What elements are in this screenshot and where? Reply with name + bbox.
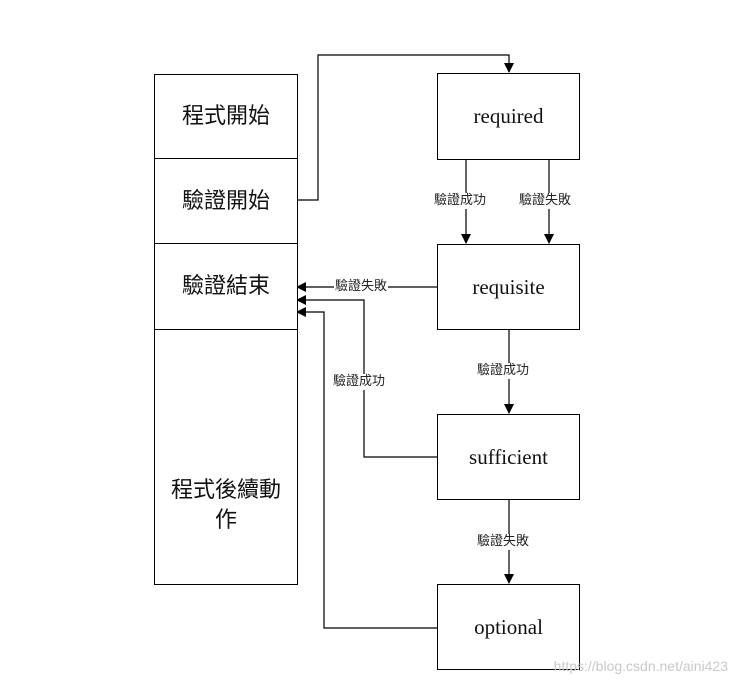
watermark-text: https://blog.csdn.net/aini423 [553,658,728,674]
auth-end-cell: 驗證結束 [154,243,298,331]
edge-label-required-failure: 驗證失敗 [518,193,573,209]
program-followup-label-line1: 程式後續動 [170,478,281,504]
edge-label-sufficient-success: 驗證成功 [332,374,387,390]
connector-start-to-required [297,54,514,201]
sufficient-label: sufficient [469,444,548,469]
program-followup-cell: 程式後續動 作 [154,329,298,585]
requisite-label: requisite [472,274,545,299]
optional-label: optional [474,614,543,639]
program-start-cell: 程式開始 [154,74,298,160]
sufficient-box: sufficient [437,414,580,500]
required-label: required [473,104,544,128]
optional-box: optional [437,584,580,670]
required-box: required [437,73,580,160]
edge-label-sufficient-failure: 驗證失敗 [476,534,531,550]
program-followup-label-line2: 作 [214,508,237,533]
auth-start-cell: 驗證開始 [154,158,298,245]
requisite-box: requisite [437,244,580,330]
auth-end-label: 驗證結束 [181,274,270,300]
edge-label-requisite-failure: 驗證失敗 [334,279,389,295]
program-start-label: 程式開始 [181,104,270,130]
connector-optional-to-end [296,307,437,629]
auth-start-label: 驗證開始 [181,188,270,214]
edge-label-required-success: 驗證成功 [433,193,488,209]
edge-label-requisite-success: 驗證成功 [476,363,531,379]
